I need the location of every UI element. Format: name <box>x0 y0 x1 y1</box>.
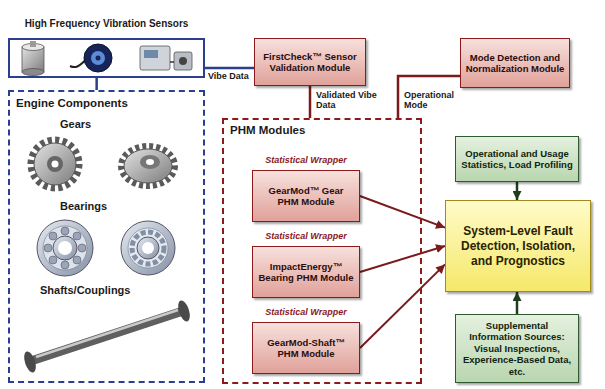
sensor-stud <box>30 41 36 47</box>
sensor-cable <box>70 60 86 67</box>
connector-label: Vibe Data <box>207 71 250 81</box>
bearing-outer-ring <box>121 221 175 275</box>
shaft-flange <box>22 350 38 374</box>
group-heading: PHM Modules <box>230 124 414 136</box>
gear-teeth <box>121 146 175 186</box>
input-box: Supplemental Information Sources: Visual… <box>455 314 579 383</box>
connector-label: Operational Mode <box>403 90 460 111</box>
sensor-group: High Frequency Vibration Sensors <box>8 38 205 78</box>
connector <box>516 292 519 314</box>
sensor-device <box>140 46 192 70</box>
box-text: GearMod-Shaft™ PHM Module <box>253 337 359 360</box>
device-cable <box>170 61 174 63</box>
connector <box>309 86 312 118</box>
box-text: Supplemental Information Sources: Visual… <box>456 320 578 377</box>
bearing-inner-ring <box>137 237 159 259</box>
wrapper-label: Statistical Wrapper <box>252 231 360 241</box>
module-box: ImpactEnergy™ Bearing PHM Module <box>252 246 360 298</box>
bearing-bore <box>58 241 72 255</box>
drive-shaft <box>22 299 192 374</box>
box-text: GearMod™ Gear PHM Module <box>253 185 359 208</box>
sensor-cylinder <box>22 41 44 76</box>
output-box: System-Level Fault Detection, Isolation,… <box>445 200 591 292</box>
input-box: Operational and Usage Statistics, Load P… <box>455 136 579 182</box>
bearing-outer-ring <box>37 220 93 276</box>
shaft-highlight <box>36 310 178 357</box>
gear-hub <box>47 156 63 172</box>
bearing-inner-ring <box>53 236 77 260</box>
part-label: Shafts/Couplings <box>40 284 130 296</box>
sensor-housing <box>84 44 112 72</box>
connector <box>95 78 98 90</box>
bearing-race <box>128 228 168 268</box>
module-box: Mode Detection and Normalization Module <box>460 38 570 88</box>
gear-bore <box>146 159 154 165</box>
box-text: FirstCheck™ Sensor Validation Module <box>255 51 365 74</box>
connector <box>205 67 254 70</box>
wrapper-label: Statistical Wrapper <box>252 307 360 317</box>
gear-body <box>34 143 76 185</box>
sensor-ring <box>70 44 112 72</box>
connector <box>360 196 445 228</box>
sensor-center <box>96 56 101 61</box>
connector <box>360 246 445 272</box>
gear-bore <box>52 161 59 168</box>
group-heading: High Frequency Vibration Sensors <box>4 18 209 29</box>
bevel-gear <box>121 146 175 186</box>
part-label: Gears <box>60 118 91 130</box>
connector <box>398 76 460 118</box>
connector <box>360 264 445 348</box>
component-group: Engine Components <box>8 90 205 383</box>
sensor-face <box>91 51 105 65</box>
bearing-rollers <box>132 232 164 264</box>
module-box: FirstCheck™ Sensor Validation Module <box>254 38 366 86</box>
ball-bearing <box>37 220 93 276</box>
box-text: ImpactEnergy™ Bearing PHM Module <box>253 261 359 284</box>
box-text: Mode Detection and Normalization Module <box>461 52 569 75</box>
module-box: GearMod™ Gear PHM Module <box>252 170 360 222</box>
bearing-bore <box>142 242 154 254</box>
part-label: Bearings <box>60 200 107 212</box>
shaft-tube <box>34 312 180 360</box>
connector <box>516 182 519 200</box>
gear-body <box>124 149 172 183</box>
group-heading: Engine Components <box>16 97 197 109</box>
bearing-balls <box>44 227 86 269</box>
box-text: System-Level Fault Detection, Isolation,… <box>446 224 590 269</box>
device-unit <box>174 52 192 70</box>
connector-label: Validated Vibe Data <box>315 90 395 111</box>
module-box: GearMod-Shaft™ PHM Module <box>252 322 360 374</box>
roller-bearing <box>121 221 175 275</box>
device-knob <box>179 57 187 65</box>
wrapper-label: Statistical Wrapper <box>252 155 360 165</box>
gear-teeth <box>31 140 79 188</box>
box-text: Operational and Usage Statistics, Load P… <box>456 148 578 171</box>
device-screen <box>144 50 158 58</box>
spur-gear <box>31 140 79 188</box>
sensor-base <box>22 69 44 76</box>
device-case <box>140 46 170 70</box>
bearing-race <box>43 226 87 270</box>
shaft-flange <box>176 299 192 323</box>
gear-hub <box>140 155 160 169</box>
